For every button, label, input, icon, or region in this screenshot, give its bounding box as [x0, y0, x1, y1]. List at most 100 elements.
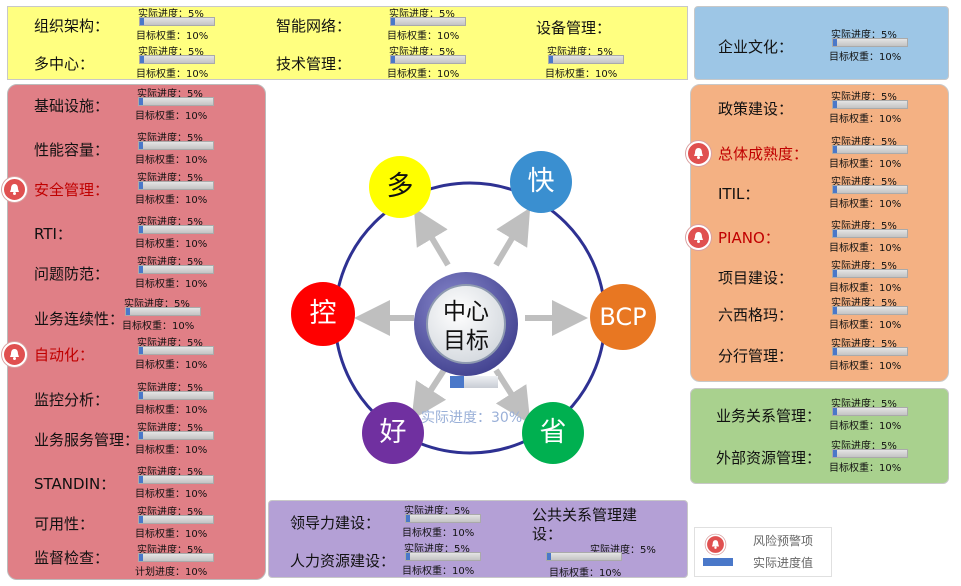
progress-fill — [139, 182, 143, 189]
center-progress-text: 实际进度：30% — [421, 410, 523, 426]
progress-fill — [833, 408, 837, 415]
indicator-label: RTI： — [34, 225, 72, 243]
progress-bar — [548, 55, 624, 64]
indicator-label: 性能容量： — [34, 141, 110, 159]
weight-text: 目标权重：10% — [829, 463, 902, 474]
weight-text: 目标权重：10% — [829, 361, 902, 372]
warning-icon — [2, 177, 27, 202]
progress-text: 实际进度：5% — [831, 261, 897, 272]
progress-bar — [139, 17, 215, 26]
progress-bar — [832, 407, 908, 416]
indicator-label: 监督检查： — [34, 549, 110, 567]
progress-text: 实际进度：5% — [831, 399, 897, 410]
progress-text: 实际进度：5% — [137, 507, 203, 518]
indicator-label: 领导力建设： — [290, 514, 381, 532]
legend: 风险预警项 实际进度值 — [694, 527, 832, 577]
hub-node: 控 — [291, 282, 355, 346]
progress-bar — [832, 449, 908, 458]
progress-fill — [833, 101, 837, 108]
progress-bar — [138, 515, 214, 524]
indicator-label: 业务关系管理： — [716, 407, 822, 425]
progress-bar — [138, 225, 214, 234]
indicator-label: 企业文化： — [718, 38, 794, 56]
progress-fill — [833, 186, 837, 193]
warning-icon — [686, 225, 711, 250]
weight-text: 目标权重：10% — [122, 321, 195, 332]
indicator-label: 业务连续性： — [34, 310, 125, 328]
hub-node: 多 — [369, 156, 431, 218]
progress-text: 实际进度：5% — [137, 217, 203, 228]
weight-text: 目标权重：10% — [136, 69, 209, 80]
progress-text: 实际进度：5% — [137, 467, 203, 478]
indicator-label: 组织架构： — [34, 17, 110, 35]
indicator-label: 技术管理： — [276, 55, 352, 73]
indicator-label: 业务服务管理： — [34, 431, 140, 449]
indicator-label: 总体成熟度： — [718, 145, 809, 163]
people-panel — [268, 500, 688, 578]
progress-text: 实际进度：5% — [138, 9, 204, 20]
weight-text: 目标权重：10% — [135, 360, 208, 371]
progress-fill — [833, 39, 837, 46]
center-title-line2: 目标 — [443, 328, 489, 354]
progress-bar — [832, 229, 908, 238]
progress-fill — [140, 56, 144, 63]
hub-node: 快 — [510, 151, 572, 213]
progress-fill — [391, 18, 395, 25]
weight-text: 目标权重：10% — [829, 283, 902, 294]
left-panel — [7, 84, 266, 580]
center-goal[interactable]: 中心 目标 — [414, 272, 518, 376]
legend-progress-swatch — [703, 558, 733, 566]
progress-bar — [138, 141, 214, 150]
indicator-label: 多中心： — [34, 55, 95, 73]
progress-text: 实际进度：5% — [138, 47, 204, 58]
indicator-label: 问题防范： — [34, 265, 110, 283]
progress-fill — [406, 553, 410, 560]
progress-fill — [833, 307, 837, 314]
progress-fill — [547, 553, 551, 560]
top-panel — [7, 6, 688, 80]
progress-bar — [405, 514, 481, 523]
indicator-label: 基础设施： — [34, 97, 110, 115]
progress-text: 实际进度：5% — [389, 9, 455, 20]
progress-fill — [549, 56, 553, 63]
progress-text: 实际进度：5% — [831, 339, 897, 350]
progress-bar — [125, 307, 201, 316]
progress-text: 实际进度：5% — [137, 173, 203, 184]
progress-fill — [406, 515, 410, 522]
progress-fill — [139, 516, 143, 523]
legend-warning-icon — [705, 534, 726, 555]
indicator-label: 监控分析： — [34, 391, 110, 409]
weight-text: 目标权重：10% — [135, 155, 208, 166]
progress-bar — [546, 552, 622, 561]
progress-text: 实际进度：5% — [137, 257, 203, 268]
weight-text: 目标权重：10% — [829, 199, 902, 210]
weight-text: 目标权重：10% — [402, 566, 475, 577]
legend-warning-label: 风险预警项 — [753, 534, 814, 548]
indicator-label: 设备管理： — [536, 19, 612, 37]
progress-bar — [832, 100, 908, 109]
hub-arrows — [354, 207, 588, 425]
indicator-label: 分行管理： — [718, 347, 794, 365]
weight-text: 目标权重：10% — [135, 195, 208, 206]
progress-fill — [833, 146, 837, 153]
indicator-label: 项目建设： — [718, 269, 794, 287]
progress-fill — [139, 142, 143, 149]
weight-text: 目标权重：10% — [829, 320, 902, 331]
progress-bar — [832, 185, 908, 194]
progress-bar — [138, 181, 214, 190]
warning-icon — [2, 342, 27, 367]
progress-fill — [833, 230, 837, 237]
progress-text: 实际进度：5% — [831, 30, 897, 41]
indicator-label: PIANO： — [718, 229, 780, 247]
progress-text: 实际进度：5% — [404, 506, 470, 517]
indicator-label: 外部资源管理： — [716, 449, 822, 467]
progress-fill — [833, 450, 837, 457]
indicator-label: 可用性： — [34, 515, 95, 533]
progress-text: 实际进度：5% — [137, 545, 203, 556]
progress-fill — [139, 392, 143, 399]
indicator-label: 自动化： — [34, 346, 95, 364]
progress-fill — [139, 476, 143, 483]
progress-fill — [139, 554, 143, 561]
weight-text: 目标权重：10% — [135, 111, 208, 122]
hub-node: BCP — [590, 284, 656, 350]
